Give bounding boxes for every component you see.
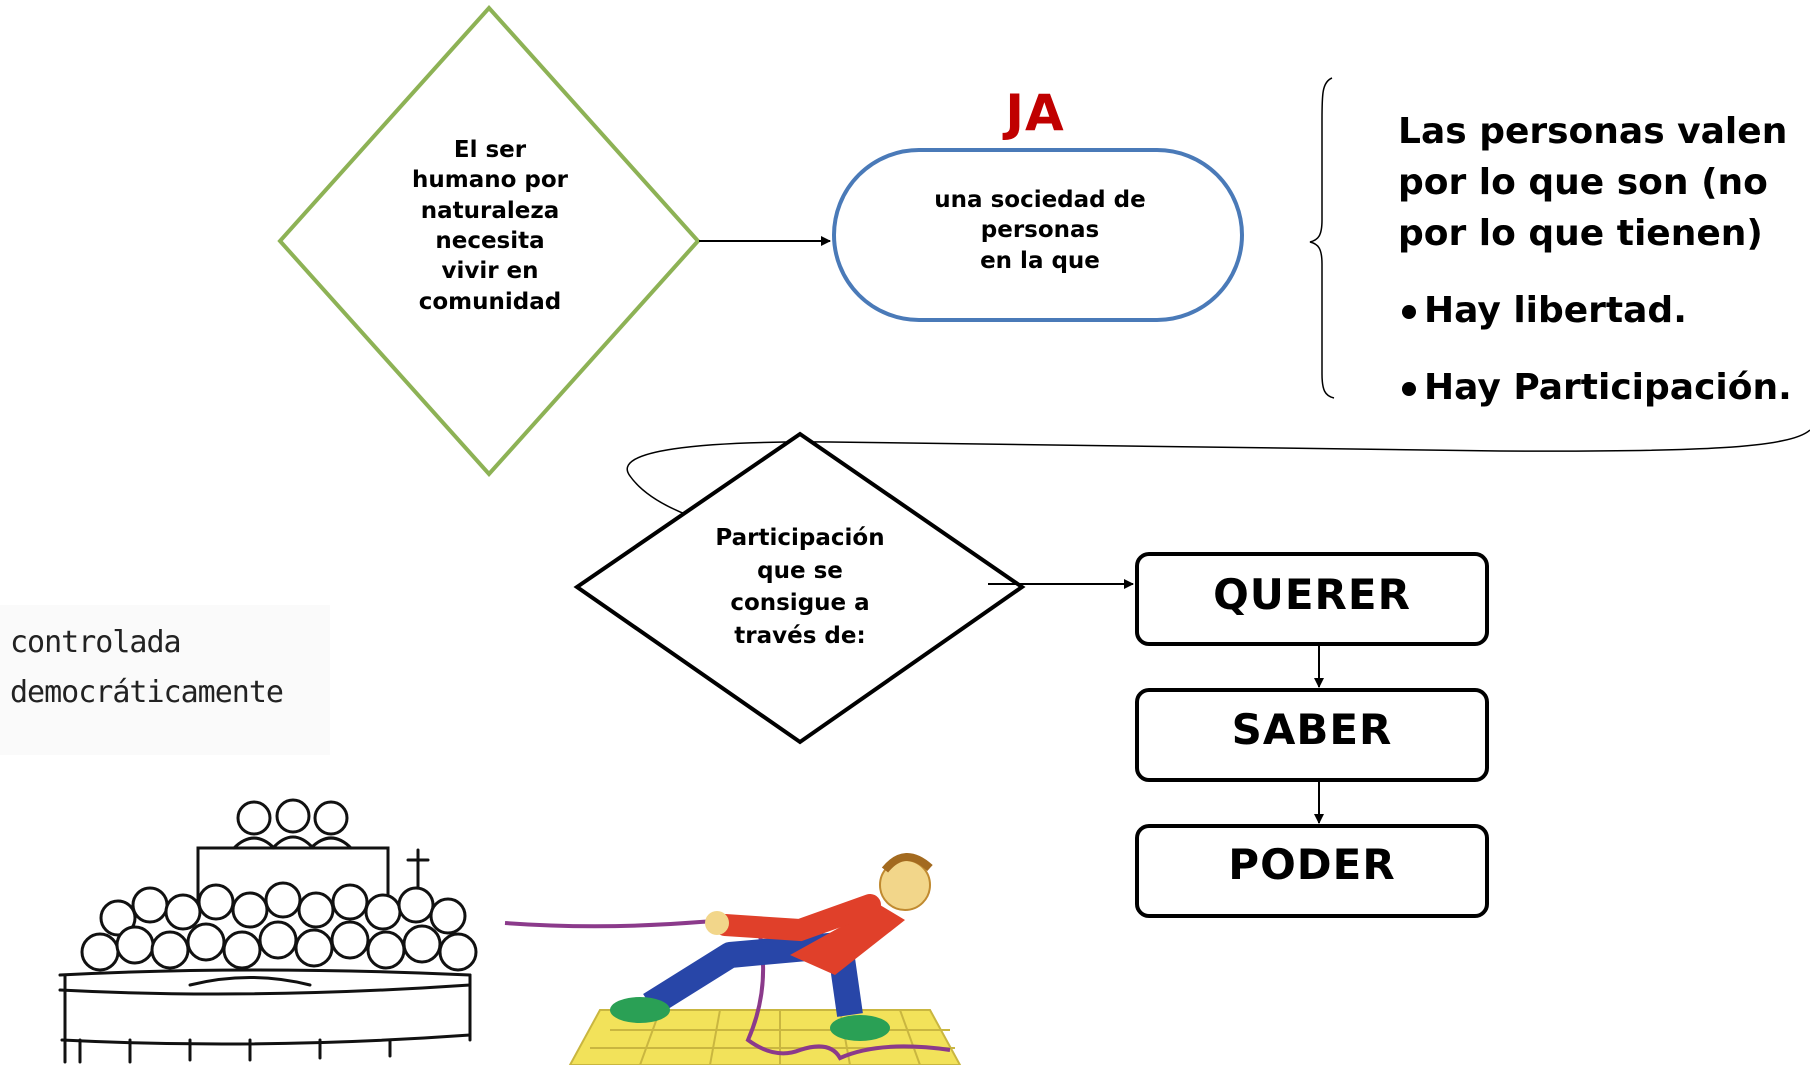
diamond-top-text: El ser humano por naturaleza necesita vi… (380, 135, 600, 317)
diamond-bottom-line: consigue a (730, 590, 870, 617)
bullet-item: Hay Participación. (1398, 362, 1792, 413)
loop-connector (626, 429, 1810, 517)
diamond-top-line: naturaleza (420, 197, 560, 224)
statement-line: por lo que son (no (1398, 162, 1768, 204)
bullet-item: Hay libertad. (1398, 285, 1687, 336)
assembly-sketch-illustration (58, 798, 478, 1064)
diamond-bottom-line: que se (757, 557, 843, 584)
diamond-top-line: humano por (411, 167, 569, 194)
pill-line: una sociedad de (934, 187, 1146, 213)
diamond-bottom-line: Participación (715, 525, 885, 551)
person-pulling-rope-illustration (504, 853, 962, 1065)
caption-text: controlada democráticamente (10, 618, 284, 717)
pill-line: en la que (980, 247, 1100, 274)
society-pill (832, 148, 1244, 322)
diamond-top-line: necesita (435, 228, 545, 255)
box-querer-label: QUERER (1213, 570, 1411, 619)
statement-line: Las personas valen (1398, 111, 1788, 152)
decision-diamond-top (277, 5, 701, 477)
diamond-bottom-line: través de: (734, 622, 866, 649)
diamond-bottom-text: Participación que se consigue a través d… (690, 522, 910, 653)
diamond-top-line: comunidad (418, 288, 562, 315)
bullet-dot-icon (1402, 305, 1416, 319)
caption-backdrop (0, 605, 330, 755)
box-querer-frame (1135, 552, 1489, 646)
statement-line: por lo que tienen) (1398, 213, 1763, 255)
box-saber-frame (1135, 688, 1489, 782)
caption-line: controlada (10, 625, 182, 660)
diamond-top-line: El ser (453, 137, 527, 163)
box-poder-frame (1135, 824, 1489, 918)
box-saber-label: SABER (1231, 705, 1393, 754)
right-statement: Las personas valen por lo que son (no po… (1398, 106, 1808, 259)
decision-diamond-bottom (573, 431, 1026, 745)
diamond-top-line: vivir en (441, 258, 539, 285)
box-poder-label: PODER (1228, 840, 1396, 889)
ja-label: JA (1005, 84, 1065, 142)
bullet-dot-icon (1402, 382, 1416, 396)
pill-text: una sociedad de personas en la que (880, 185, 1200, 276)
caption-line: democráticamente (10, 674, 284, 710)
pill-line: personas (980, 217, 1100, 244)
bullet-text: Hay libertad. (1424, 290, 1687, 331)
curly-brace (1309, 77, 1335, 399)
bullet-text: Hay Participación. (1424, 367, 1792, 408)
